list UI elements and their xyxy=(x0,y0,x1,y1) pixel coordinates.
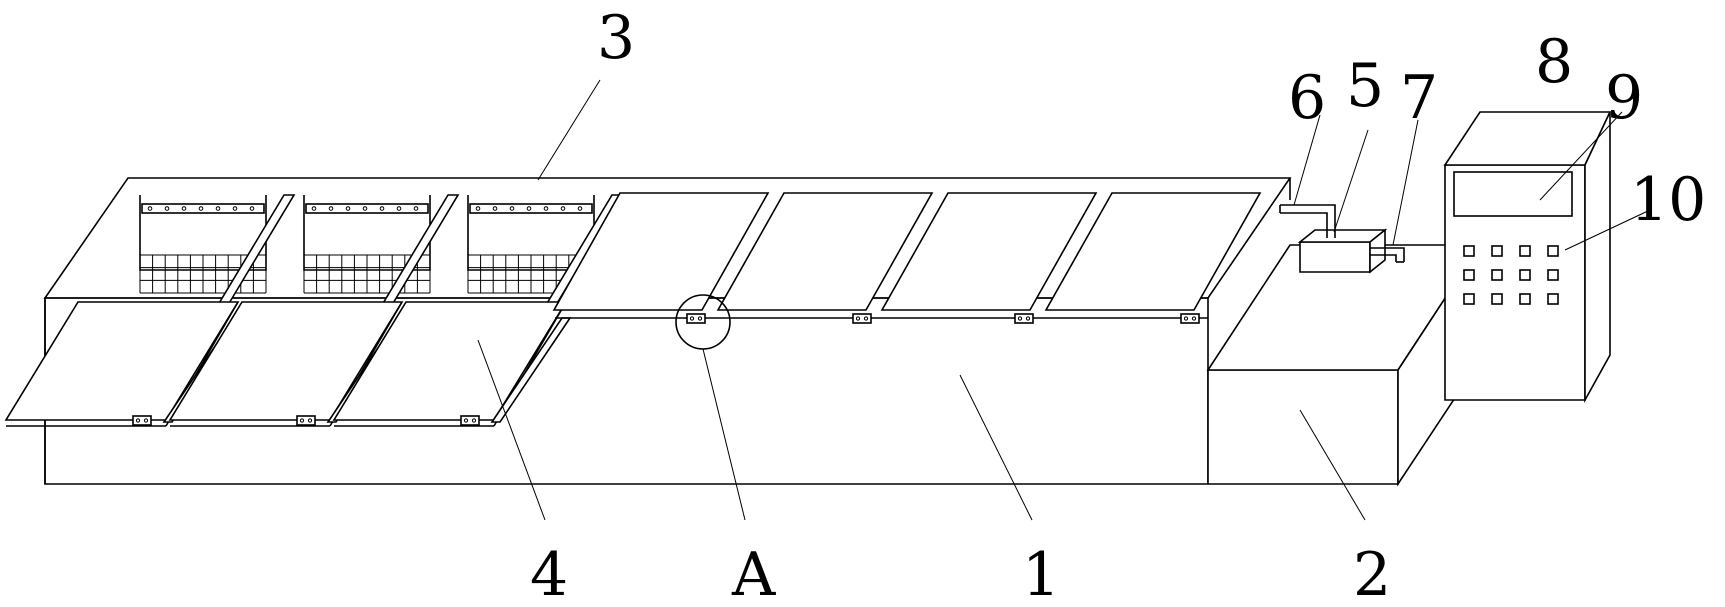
hinge-pin xyxy=(697,316,703,321)
lid-panel xyxy=(1044,192,1262,311)
drain-hole xyxy=(164,206,170,211)
hinge-body xyxy=(852,313,872,324)
hinge-pin xyxy=(1025,316,1031,321)
label-3: 3 xyxy=(597,3,635,73)
leader-lines xyxy=(477,79,1651,521)
keypad-key xyxy=(1491,269,1503,281)
hinge-pin xyxy=(855,316,861,321)
drain-hole xyxy=(526,206,532,211)
hinge xyxy=(1180,313,1200,324)
bay xyxy=(303,194,460,326)
label-10: 10 xyxy=(1630,165,1706,235)
bay xyxy=(139,194,296,326)
drain-hole xyxy=(577,206,583,211)
keypad-key xyxy=(1491,245,1503,257)
drain-hole xyxy=(560,206,566,211)
pump xyxy=(1297,228,1388,274)
hinge xyxy=(686,313,706,324)
drain-hole xyxy=(492,206,498,211)
hinge-pin xyxy=(1017,316,1023,321)
keypad-key xyxy=(1519,293,1531,305)
drain-hole xyxy=(198,206,204,211)
open-lid xyxy=(332,301,572,427)
closed-lid xyxy=(880,192,1098,311)
display-screen xyxy=(1453,171,1573,217)
keypad-key xyxy=(1519,269,1531,281)
hinge-pin xyxy=(1183,316,1189,321)
hinge xyxy=(296,415,316,426)
hinge-body xyxy=(296,415,316,426)
lid-panel xyxy=(552,192,770,311)
label-5: 5 xyxy=(1346,51,1384,121)
inlet-pipe xyxy=(1279,204,1336,238)
label-a: A xyxy=(731,540,776,607)
keypad-key xyxy=(1547,269,1559,281)
reference-labels: 3 6 5 7 8 9 10 4 A 1 2 xyxy=(530,3,1706,607)
hinge-pin xyxy=(863,316,869,321)
hinge-body xyxy=(1180,313,1200,324)
hinge-pin xyxy=(471,418,477,423)
hinge-body xyxy=(132,415,152,426)
hinge-body xyxy=(460,415,480,426)
hinge-pin xyxy=(299,418,305,423)
hinges xyxy=(132,313,1200,426)
outlet-pipe xyxy=(1370,247,1405,263)
keypad-key xyxy=(1463,269,1475,281)
hinge xyxy=(460,415,480,426)
base-box xyxy=(1206,242,1482,487)
label-7: 7 xyxy=(1400,63,1438,133)
hinge-pin xyxy=(143,418,149,423)
drain-strip xyxy=(141,203,265,214)
drain-hole xyxy=(232,206,238,211)
closed-lid xyxy=(552,192,770,311)
hinge xyxy=(1014,313,1034,324)
drain-strip xyxy=(469,203,593,214)
keypad xyxy=(1463,245,1559,305)
hinge-pin xyxy=(307,418,313,423)
hinge xyxy=(132,415,152,426)
closed-lid xyxy=(716,192,934,311)
hinge-pin xyxy=(689,316,695,321)
lid-panel xyxy=(716,192,934,311)
drain-strip xyxy=(305,203,429,214)
drain-hole xyxy=(249,206,255,211)
drain-hole xyxy=(396,206,402,211)
control-cabinet xyxy=(1443,111,1612,404)
keypad-key xyxy=(1547,293,1559,305)
keypad-key xyxy=(1463,293,1475,305)
keypad-key xyxy=(1491,293,1503,305)
hinge xyxy=(852,313,872,324)
label-2: 2 xyxy=(1353,540,1391,607)
drain-hole xyxy=(311,206,317,211)
hinge-pin xyxy=(1191,316,1197,321)
drain-hole xyxy=(475,206,481,211)
hinge-body xyxy=(686,313,706,324)
lids xyxy=(4,192,1262,427)
keypad-key xyxy=(1519,245,1531,257)
drain-hole xyxy=(509,206,515,211)
keypad-key xyxy=(1463,245,1475,257)
hinge-pin xyxy=(463,418,469,423)
closed-lid xyxy=(1044,192,1262,311)
label-1: 1 xyxy=(1022,540,1060,607)
drain-hole xyxy=(362,206,368,211)
drain-hole xyxy=(345,206,351,211)
lid-panel xyxy=(880,192,1098,311)
drain-hole xyxy=(328,206,334,211)
label-4: 4 xyxy=(530,540,568,607)
hinge-body xyxy=(1014,313,1034,324)
drain-hole xyxy=(379,206,385,211)
label-6: 6 xyxy=(1288,63,1326,133)
drain-hole xyxy=(147,206,153,211)
drain-hole xyxy=(413,206,419,211)
drain-hole xyxy=(215,206,221,211)
drain-hole xyxy=(543,206,549,211)
hinge-pin xyxy=(135,418,141,423)
label-9: 9 xyxy=(1605,63,1643,133)
drain-hole xyxy=(181,206,187,211)
label-8: 8 xyxy=(1535,27,1573,97)
keypad-key xyxy=(1547,245,1559,257)
